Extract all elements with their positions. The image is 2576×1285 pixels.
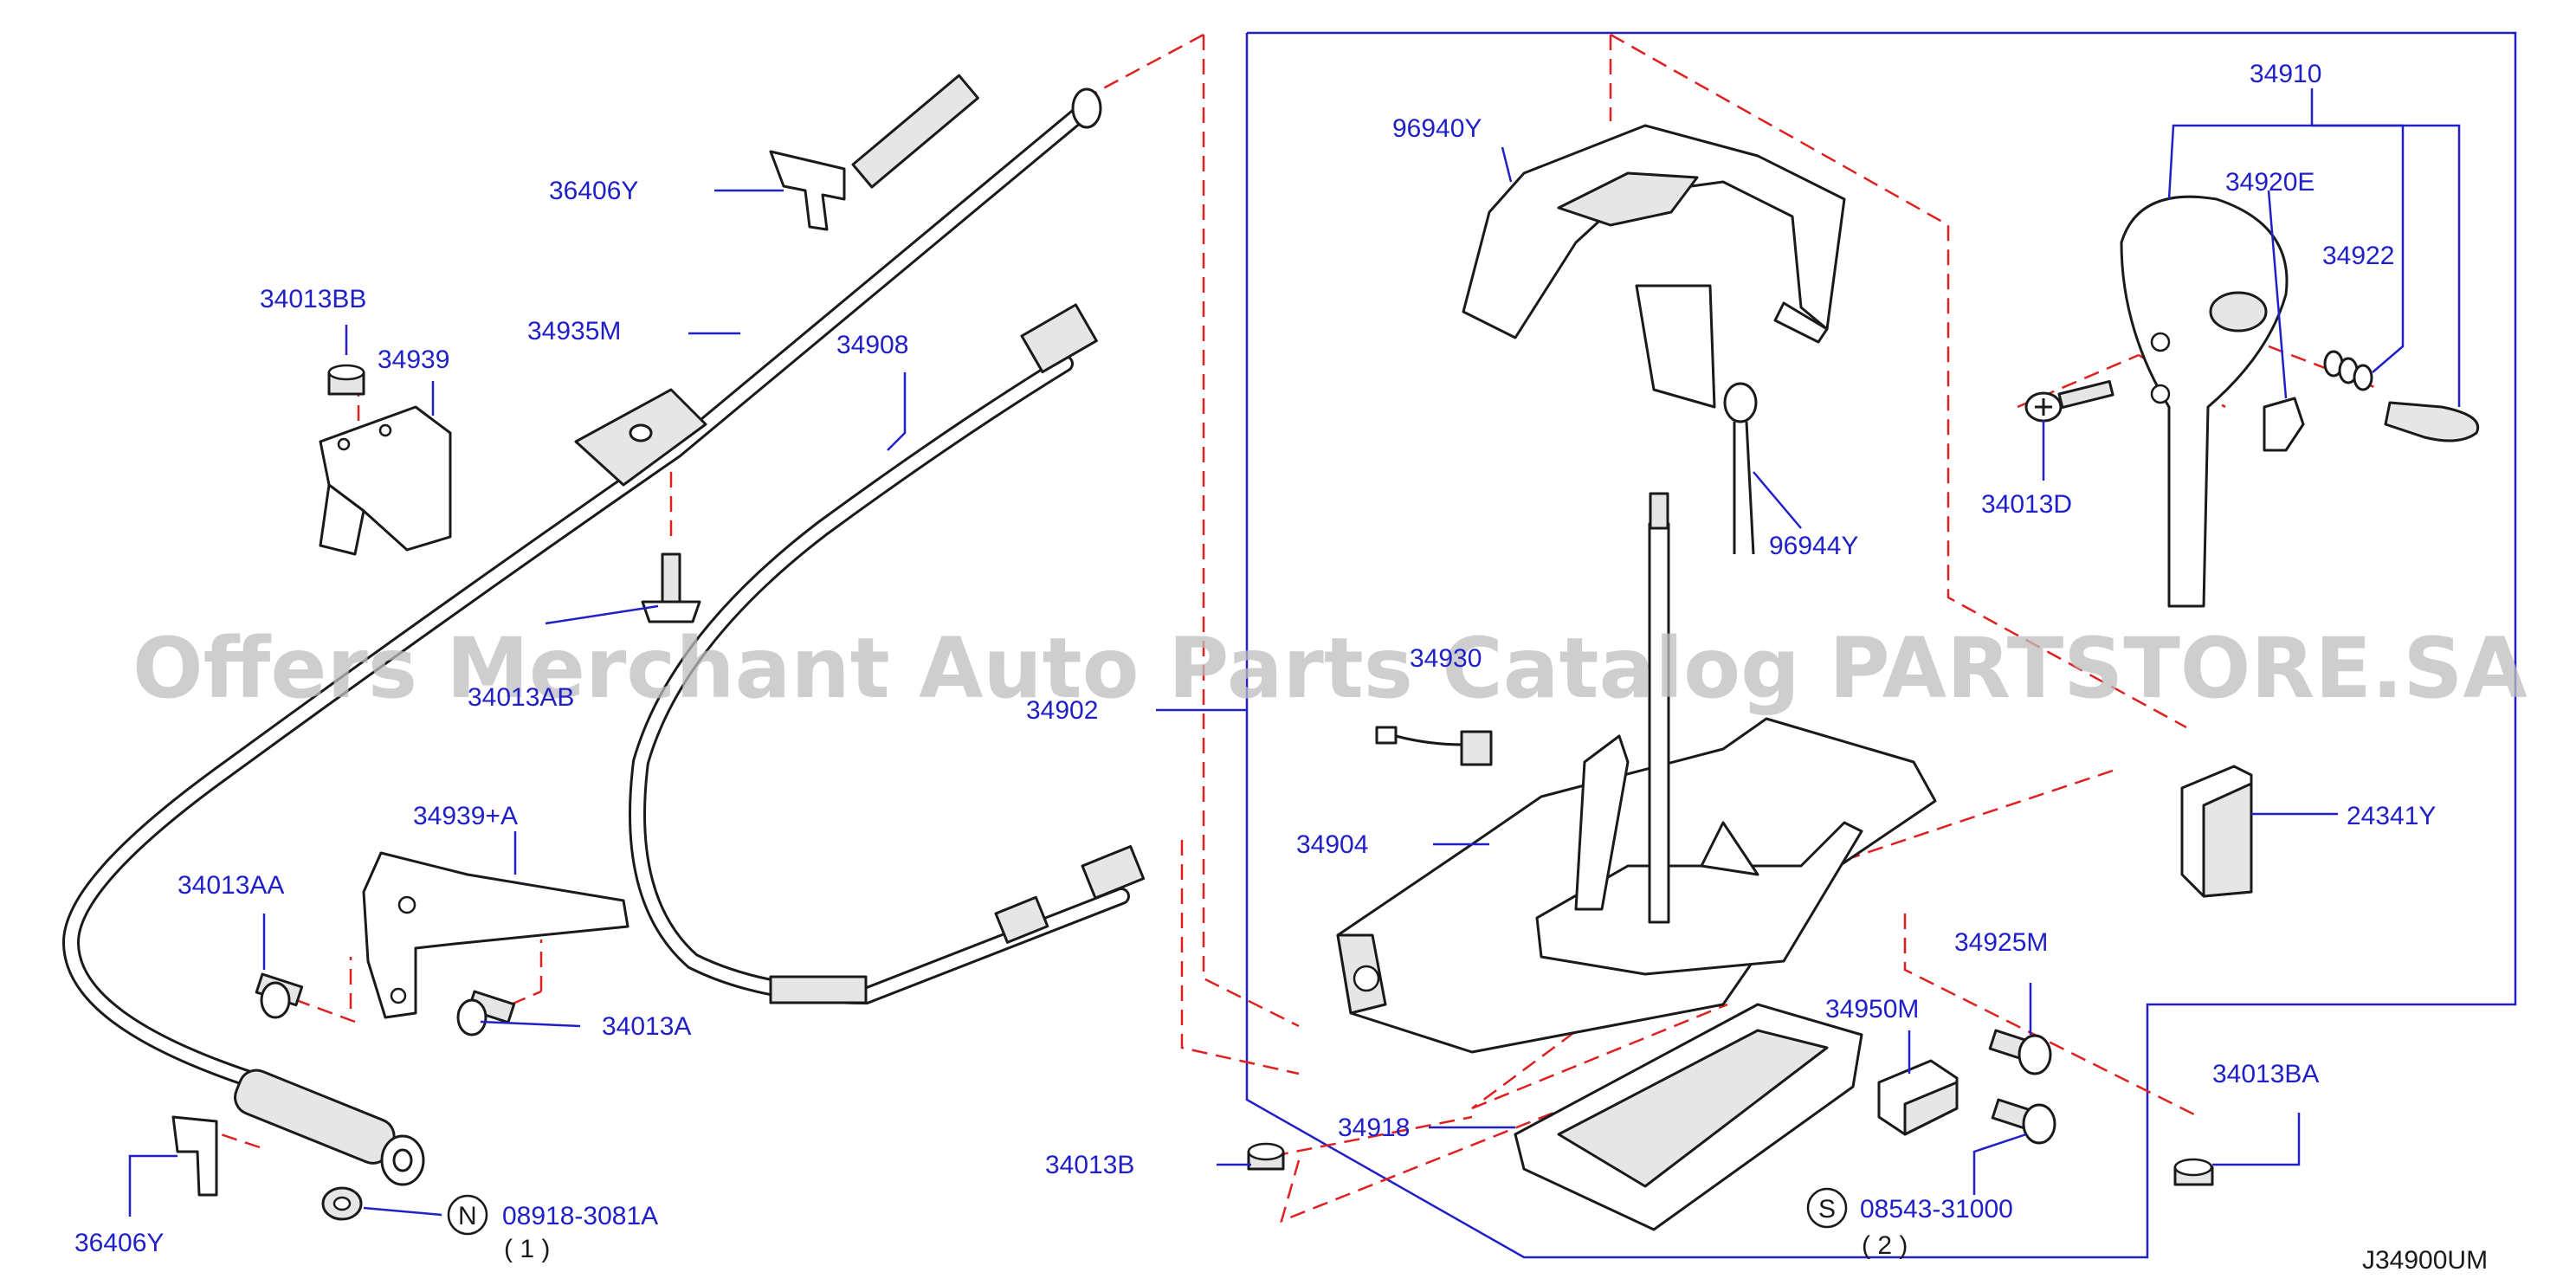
label-08918-3081A[interactable]: 08918-3081A	[502, 1202, 658, 1230]
label-34013B[interactable]: 34013B	[1045, 1151, 1134, 1179]
label-34939A[interactable]: 34939+A	[413, 802, 518, 830]
switch-34950M	[1877, 1059, 1959, 1136]
diagram-code: J34900UM	[2362, 1246, 2488, 1275]
bolt-34013A	[456, 990, 516, 1036]
nut-08918	[321, 1186, 363, 1221]
screw-qty: ( 2 )	[1862, 1231, 1908, 1260]
nut-34013BB	[327, 364, 365, 396]
bolt-34013AB	[641, 552, 701, 623]
label-34935M[interactable]: 34935M	[527, 317, 621, 345]
shift-housing-34904	[1336, 492, 1937, 1054]
screw-symbol: S	[1818, 1195, 1836, 1224]
label-34950M[interactable]: 34950M	[1825, 995, 1919, 1023]
leader-lines	[128, 88, 2461, 1217]
label-34920E[interactable]: 34920E	[2225, 168, 2315, 197]
assembly-frame-34902	[1245, 31, 2517, 1259]
button-34920E	[2263, 397, 2305, 452]
clip-36406Y-bottom	[171, 1115, 218, 1197]
label-34013BA[interactable]: 34013BA	[2212, 1060, 2319, 1088]
label-34910[interactable]: 34910	[2250, 60, 2321, 88]
label-24341Y[interactable]: 24341Y	[2347, 802, 2436, 830]
block-24341Y	[2180, 765, 2253, 898]
label-36406Y-bottom[interactable]: 36406Y	[74, 1229, 164, 1257]
screw-08543	[1991, 1098, 2056, 1145]
knob-34910	[2120, 195, 2289, 608]
label-34013A[interactable]: 34013A	[602, 1012, 691, 1041]
label-34925M[interactable]: 34925M	[1954, 928, 2048, 957]
watermark-text: Offers Merchant Auto Parts Catalog PARTS…	[132, 620, 2528, 717]
control-cable-34935M	[61, 74, 1102, 1186]
label-34013D[interactable]: 34013D	[1981, 490, 2072, 519]
nut-34013BA	[2173, 1158, 2214, 1186]
label-96940Y[interactable]: 96940Y	[1392, 114, 1482, 143]
label-36406Y-top[interactable]: 36406Y	[549, 177, 638, 205]
label-34904[interactable]: 34904	[1296, 830, 1368, 859]
label-34013AA[interactable]: 34013AA	[178, 871, 284, 900]
harness-34930	[1375, 726, 1493, 766]
bulb-96944Y	[1723, 382, 1758, 555]
label-34902[interactable]: 34902	[1026, 696, 1098, 725]
screw-34925M	[1988, 1029, 2052, 1075]
indicator-cover-96940Y	[1462, 124, 1846, 409]
part-labels: 36406Y 34013BB 34939 34935M 34908 34013A…	[74, 60, 2488, 1275]
label-34922[interactable]: 34922	[2322, 242, 2394, 270]
bolt-34013AA	[255, 972, 304, 1019]
screw-34013D	[2024, 379, 2114, 423]
label-34930[interactable]: 34930	[1410, 644, 1482, 673]
label-34013BB[interactable]: 34013BB	[260, 285, 366, 313]
nut-34013B	[1247, 1142, 1285, 1171]
label-96944Y[interactable]: 96944Y	[1769, 532, 1858, 560]
label-08543-31000[interactable]: 08543-31000	[1860, 1195, 2013, 1224]
bracket-34939	[319, 405, 452, 556]
screw-symbol-circle	[1806, 1187, 1848, 1229]
label-34918[interactable]: 34918	[1338, 1114, 1410, 1142]
bracket-34939A	[362, 851, 629, 1019]
nut-symbol-circle	[447, 1194, 488, 1236]
nut-symbol: N	[458, 1202, 477, 1230]
harness-cable-34908	[629, 303, 1146, 1005]
clip-36406Y-top	[769, 150, 846, 231]
label-34939[interactable]: 34939	[378, 345, 449, 374]
finisher-34918	[1514, 1003, 1863, 1231]
spring-34922	[2323, 350, 2479, 442]
nut-qty: ( 1 )	[504, 1235, 550, 1263]
label-34908[interactable]: 34908	[836, 331, 908, 359]
label-34013AB[interactable]: 34013AB	[468, 683, 574, 712]
